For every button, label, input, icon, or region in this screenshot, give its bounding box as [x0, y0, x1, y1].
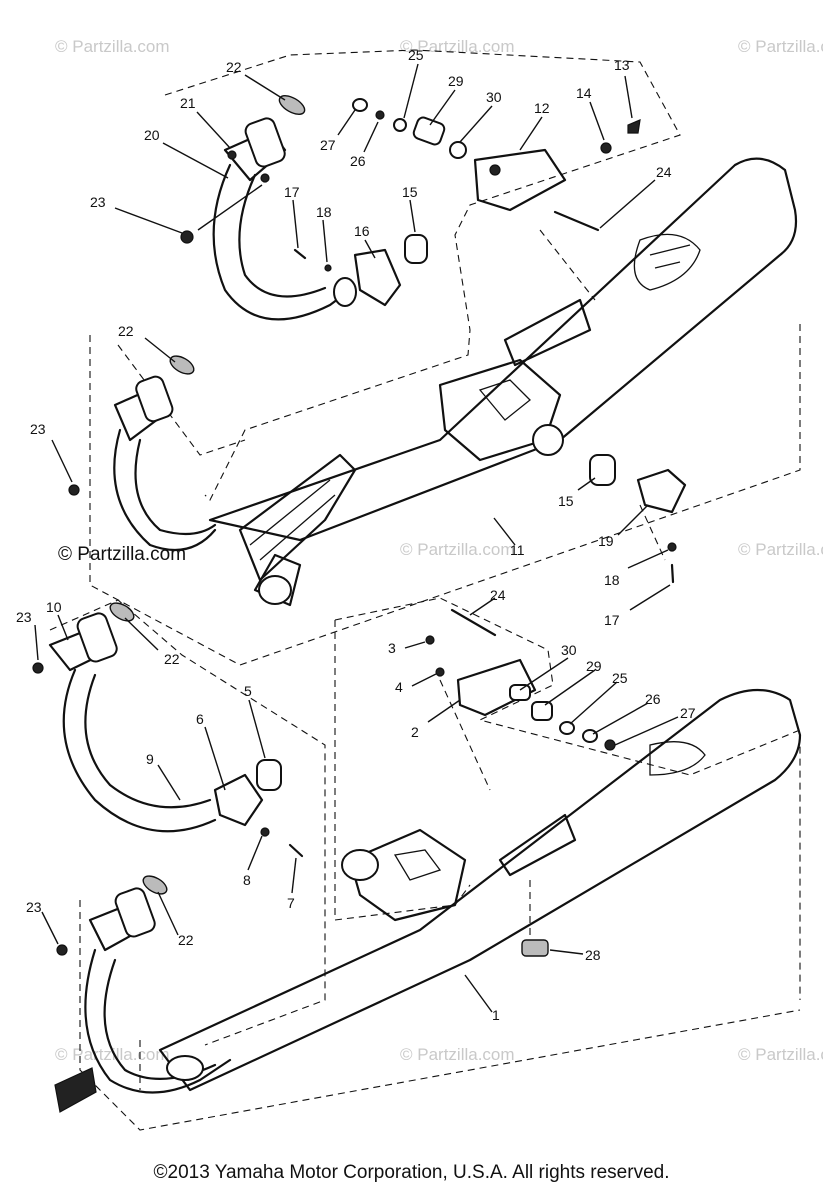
callout-27: 27 [680, 705, 696, 721]
callout-13: 13 [614, 57, 630, 73]
callout-18: 18 [316, 204, 332, 220]
watermark: © Partzilla.com [400, 540, 515, 559]
callout-16: 16 [354, 223, 370, 239]
callout-27: 27 [320, 137, 336, 153]
watermark: © Partzilla.com [400, 1045, 515, 1064]
callout-24: 24 [490, 587, 506, 603]
watermark-strong: © Partzilla.com [58, 544, 186, 565]
callout-20: 20 [144, 127, 160, 143]
leader-lines [34, 63, 679, 1013]
callout-23: 23 [30, 421, 46, 437]
callout-23: 23 [26, 899, 42, 915]
callout-28: 28 [585, 947, 601, 963]
callout-5: 5 [244, 683, 252, 699]
callout-29: 29 [586, 658, 602, 674]
callout-24: 24 [656, 164, 672, 180]
callout-22: 22 [226, 59, 242, 75]
callout-14: 14 [576, 85, 592, 101]
watermarks: © Partzilla.com © Partzilla.com © Partzi… [55, 37, 823, 1064]
watermark: © Partzilla.com [738, 37, 823, 56]
callout-25: 25 [408, 47, 424, 63]
upper-assembly [68, 49, 801, 666]
callout-1: 1 [492, 1007, 500, 1023]
callout-22: 22 [164, 651, 180, 667]
callout-7: 7 [287, 895, 295, 911]
callout-12: 12 [534, 100, 550, 116]
callout-26: 26 [645, 691, 661, 707]
callout-15: 15 [558, 493, 574, 509]
callout-25: 25 [612, 670, 628, 686]
callout-8: 8 [243, 872, 251, 888]
watermark: © Partzilla.com [55, 37, 170, 56]
callout-9: 9 [146, 751, 154, 767]
callout-26: 26 [350, 153, 366, 169]
callout-23: 23 [16, 609, 32, 625]
callout-30: 30 [561, 642, 577, 658]
callout-11: 11 [510, 542, 525, 558]
callout-15: 15 [402, 184, 418, 200]
callout-18: 18 [604, 572, 620, 588]
callout-17: 17 [284, 184, 300, 200]
callout-22: 22 [118, 323, 134, 339]
callout-17: 17 [604, 612, 620, 628]
callout-6: 6 [196, 711, 204, 727]
callout-22: 22 [178, 932, 194, 948]
callout-2: 2 [411, 724, 419, 740]
callout-4: 4 [395, 679, 403, 695]
callout-30: 30 [486, 89, 502, 105]
callout-labels: 22 21 20 23 25 29 30 27 26 12 14 13 24 1… [16, 47, 696, 1023]
callout-3: 3 [388, 640, 396, 656]
watermark: © Partzilla.com [738, 1045, 823, 1064]
copyright-notice: ©2013 Yamaha Motor Corporation, U.S.A. A… [153, 1162, 670, 1183]
callout-19: 19 [598, 533, 614, 549]
callout-21: 21 [180, 95, 196, 111]
watermark: © Partzilla.com [738, 540, 823, 559]
callout-23: 23 [90, 194, 106, 210]
watermark: © Partzilla.com [55, 1045, 170, 1064]
callout-10: 10 [46, 599, 62, 615]
callout-29: 29 [448, 73, 464, 89]
lower-assembly [32, 597, 802, 1131]
